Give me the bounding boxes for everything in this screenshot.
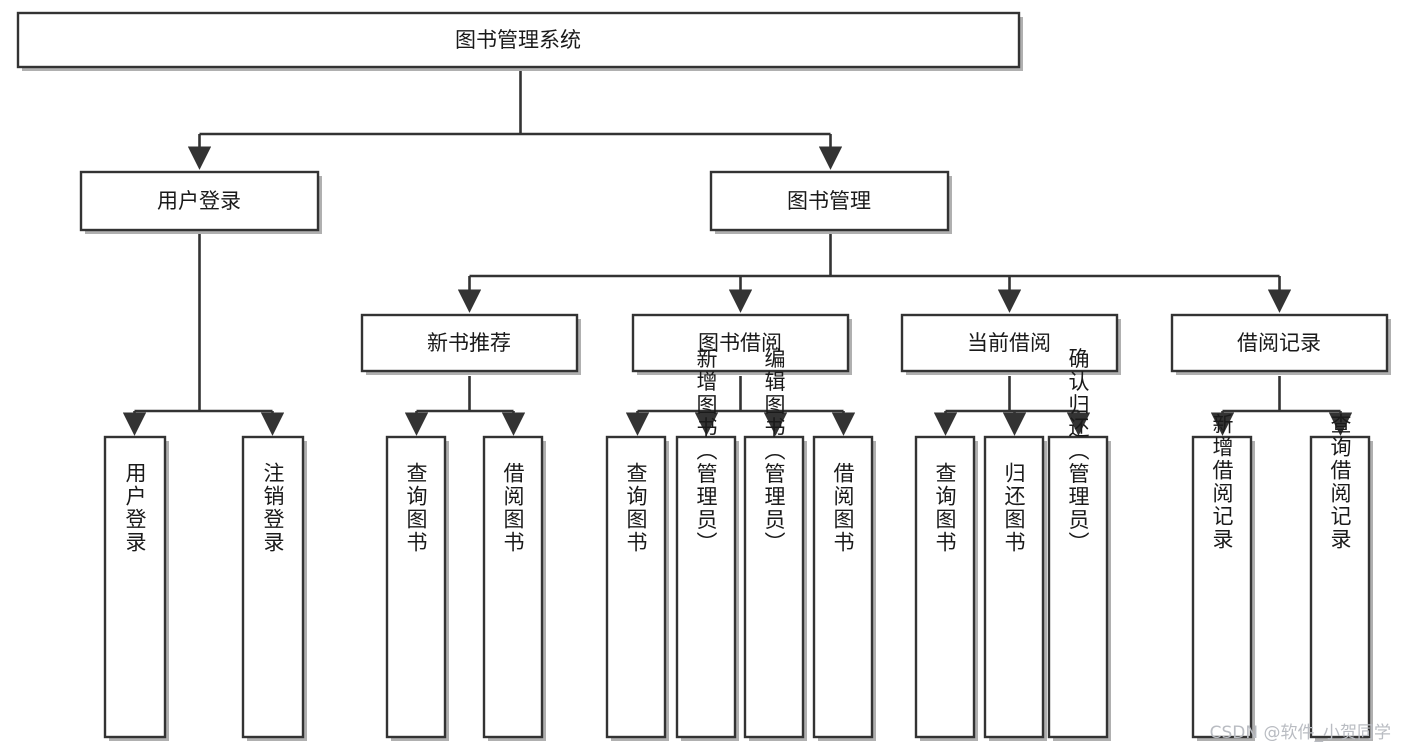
leaf-bw-query-label: 查询图书: [624, 462, 648, 554]
newbook-box[interactable]: [360, 313, 579, 373]
node-leaf-user-login[interactable]: 用户登录: [103, 435, 169, 741]
node-leaf-bw-query[interactable]: 查询图书: [605, 435, 669, 741]
leaf-cu-confirm-label: 确认归还（管理员）: [1066, 348, 1090, 555]
node-current[interactable]: 当前借阅: [900, 313, 1121, 375]
node-leaf-cu-confirm[interactable]: 确认归还（管理员）: [1047, 348, 1111, 742]
node-leaf-user-logout[interactable]: 注销登录: [241, 435, 307, 741]
leaf-rc-add-box[interactable]: [1191, 435, 1253, 739]
root-label: 图书管理系统: [455, 28, 581, 52]
leaf-cu-return-label: 归还图书: [1002, 462, 1026, 554]
node-leaf-bw-edit[interactable]: 编辑图书（管理员）: [743, 348, 807, 742]
leaf-nb-borrow-box[interactable]: [482, 435, 544, 739]
node-leaf-rc-query[interactable]: 查询借阅记录: [1309, 413, 1373, 741]
node-bookmgmt[interactable]: 图书管理: [709, 170, 952, 234]
node-login[interactable]: 用户登录: [79, 170, 322, 234]
leaf-nb-query-box[interactable]: [385, 435, 447, 739]
node-root[interactable]: 图书管理系统: [16, 11, 1023, 71]
node-newbook[interactable]: 新书推荐: [360, 313, 581, 375]
leaf-cu-confirm-box[interactable]: [1047, 435, 1109, 739]
root-box[interactable]: [16, 11, 1021, 69]
leaf-nb-query-label: 查询图书: [404, 462, 428, 554]
node-leaf-bw-add[interactable]: 新增图书（管理员）: [675, 348, 739, 742]
leaf-bw-add-box[interactable]: [675, 435, 737, 739]
borrow-label: 图书借阅: [698, 331, 782, 355]
node-leaf-nb-query[interactable]: 查询图书: [385, 435, 449, 741]
leaf-bw-query-box[interactable]: [605, 435, 667, 739]
records-box[interactable]: [1170, 313, 1389, 373]
leaf-user-login-box[interactable]: [103, 435, 167, 739]
current-box[interactable]: [900, 313, 1119, 373]
node-leaf-rc-add[interactable]: 新增借阅记录: [1191, 413, 1255, 741]
leaf-cu-query-box[interactable]: [914, 435, 976, 739]
node-borrow[interactable]: 图书借阅: [631, 313, 852, 375]
newbook-label: 新书推荐: [427, 331, 511, 355]
leaf-rc-add-label: 新增借阅记录: [1210, 413, 1234, 551]
node-leaf-cu-return[interactable]: 归还图书: [983, 435, 1047, 741]
leaf-nb-borrow-label: 借阅图书: [501, 462, 525, 554]
leaf-bw-edit-label: 编辑图书（管理员）: [762, 348, 786, 555]
current-label: 当前借阅: [967, 331, 1051, 355]
node-leaf-nb-borrow[interactable]: 借阅图书: [482, 435, 546, 741]
node-leaf-bw-borrow[interactable]: 借阅图书: [812, 435, 876, 741]
leaf-user-login-label: 用户登录: [123, 462, 147, 554]
leaf-rc-query-label: 查询借阅记录: [1328, 413, 1352, 551]
bookmgmt-label: 图书管理: [787, 189, 871, 213]
node-records[interactable]: 借阅记录: [1170, 313, 1391, 375]
leaf-cu-return-box[interactable]: [983, 435, 1045, 739]
leaf-bw-borrow-box[interactable]: [812, 435, 874, 739]
leaf-rc-query-box[interactable]: [1309, 435, 1371, 739]
bookmgmt-box[interactable]: [709, 170, 950, 232]
leaf-bw-add-label: 新增图书（管理员）: [694, 348, 718, 555]
leaf-bw-borrow-label: 借阅图书: [831, 462, 855, 554]
login-box[interactable]: [79, 170, 320, 232]
leaf-bw-edit-box[interactable]: [743, 435, 805, 739]
borrow-box[interactable]: [631, 313, 850, 373]
node-leaf-cu-query[interactable]: 查询图书: [914, 435, 978, 741]
leaf-cu-query-label: 查询图书: [933, 462, 957, 554]
login-label: 用户登录: [157, 189, 241, 213]
edges-layer: [122, 68, 1353, 436]
records-label: 借阅记录: [1237, 331, 1321, 355]
leaf-user-logout-box[interactable]: [241, 435, 305, 739]
leaf-user-logout-label: 注销登录: [261, 462, 285, 554]
